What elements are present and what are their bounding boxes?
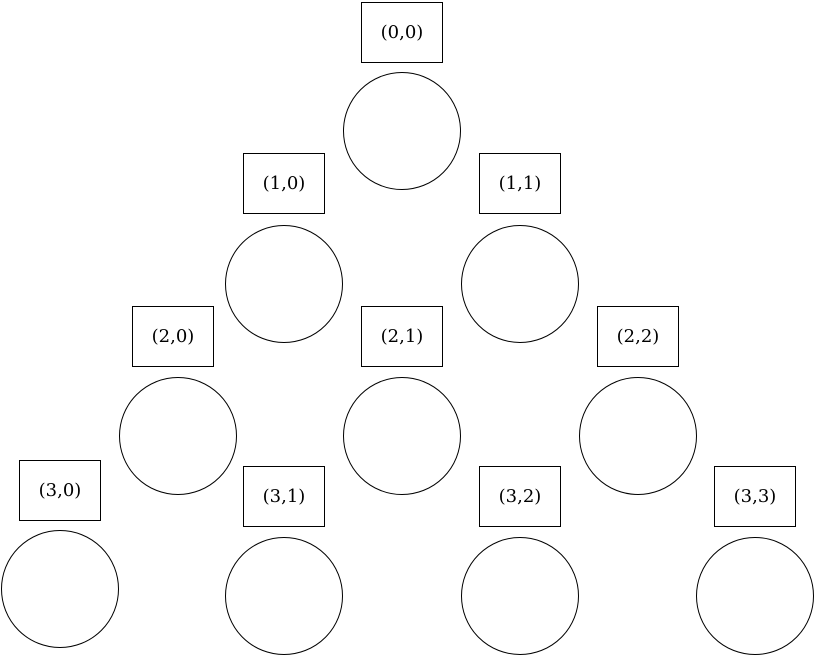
node-label-1-1: (1,1) <box>479 153 561 214</box>
node-circle-3-3 <box>696 537 814 655</box>
node-label-1-0: (1,0) <box>243 153 325 214</box>
node-circle-2-0 <box>119 377 237 495</box>
node-circle-3-1 <box>225 537 343 655</box>
node-label-3-3: (3,3) <box>714 466 796 527</box>
node-circle-1-1 <box>461 225 579 343</box>
node-label-3-2: (3,2) <box>479 466 561 527</box>
node-label-2-2: (2,2) <box>597 306 679 367</box>
node-circle-1-0 <box>225 225 343 343</box>
node-label-3-1: (3,1) <box>243 466 325 527</box>
node-label-0-0: (0,0) <box>361 2 443 63</box>
node-circle-3-2 <box>461 537 579 655</box>
node-circle-2-1 <box>343 377 461 495</box>
node-circle-3-0 <box>1 530 119 648</box>
node-label-2-0: (2,0) <box>132 306 214 367</box>
node-label-2-1: (2,1) <box>361 306 443 367</box>
node-label-3-0: (3,0) <box>19 460 101 521</box>
node-circle-2-2 <box>579 377 697 495</box>
node-circle-0-0 <box>343 72 461 190</box>
